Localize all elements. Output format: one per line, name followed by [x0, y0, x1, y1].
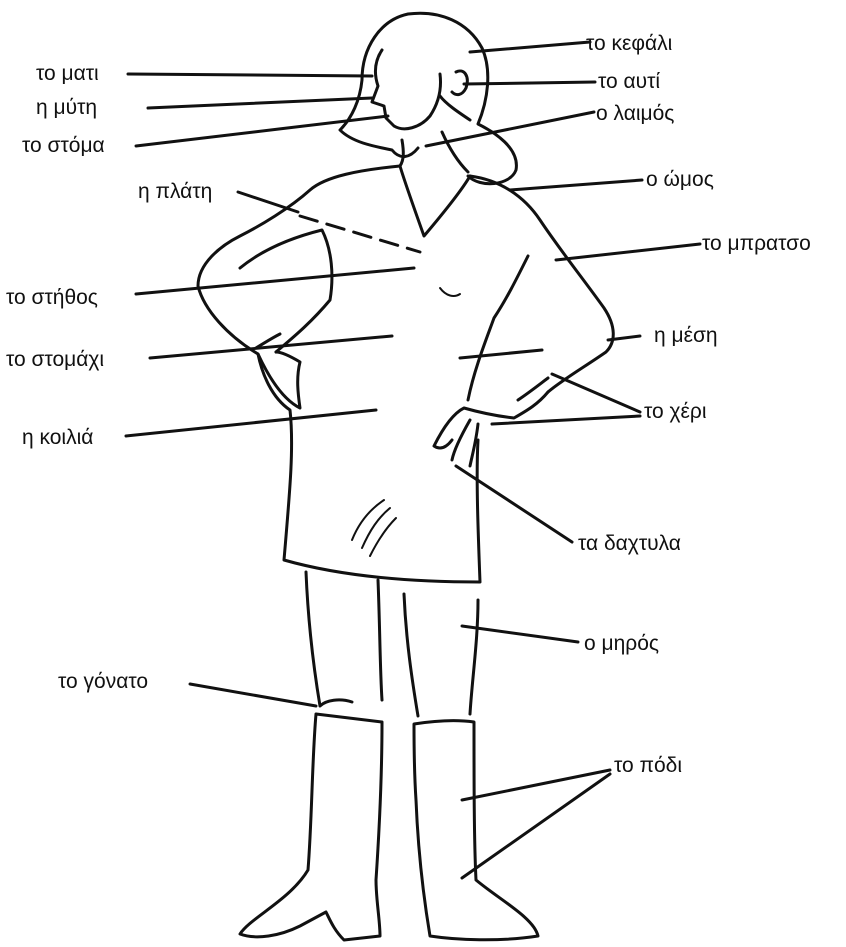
label-shoulder: ο ώμος — [646, 168, 714, 192]
left-boot — [240, 714, 382, 940]
dress-neckline — [400, 166, 470, 236]
left-arm-inner — [240, 230, 332, 352]
leader-nose — [148, 98, 372, 108]
label-head: το κεφάλι — [586, 32, 672, 56]
leader-arm — [556, 244, 700, 260]
leader-shoulder — [510, 180, 642, 190]
leader-neck — [426, 112, 594, 146]
right-hand — [434, 392, 548, 466]
label-hand: το χέρι — [644, 400, 707, 424]
left-leg — [306, 572, 382, 706]
neck-outline — [400, 132, 468, 172]
label-thigh: ο μηρός — [584, 632, 659, 656]
label-foot: το πόδι — [614, 754, 682, 778]
label-nose: η μύτη — [36, 96, 97, 120]
label-mouth: το στόμα — [22, 134, 105, 158]
dress-right-side — [470, 176, 613, 392]
leader-belly — [126, 410, 376, 436]
label-stomach: το στομάχι — [6, 348, 104, 372]
leader-hand-1 — [552, 374, 640, 412]
leader-mouth — [136, 116, 388, 146]
leader-fingers — [456, 466, 572, 542]
leader-waist — [460, 350, 542, 358]
label-ear: το αυτί — [598, 70, 660, 94]
label-waist: η μέση — [654, 324, 718, 348]
leader-thigh — [462, 626, 578, 642]
leader-head — [470, 42, 590, 52]
label-chest: το στήθος — [6, 286, 98, 310]
right-boot — [414, 721, 538, 940]
right-leg — [404, 594, 478, 716]
label-back: η πλάτη — [138, 180, 212, 204]
label-fingers: τα δαχτυλα — [578, 532, 681, 556]
leader-foot-1 — [462, 770, 610, 800]
leader-chest — [136, 268, 414, 294]
leader-back — [238, 192, 298, 212]
label-arm: το μπρατσο — [702, 232, 811, 256]
leader-foot-2 — [462, 774, 610, 878]
dress-crease — [352, 500, 396, 556]
label-knee: το γόνατο — [58, 670, 148, 694]
label-belly: η κοιλιά — [22, 426, 93, 450]
right-arm-inner — [468, 256, 528, 400]
label-neck: ο λαιμός — [596, 102, 674, 126]
back-dashed — [300, 216, 420, 252]
label-eye: το ματι — [36, 62, 99, 86]
chest-detail — [440, 288, 460, 296]
leader-eye — [128, 74, 372, 76]
leader-knee — [190, 684, 316, 706]
leader-ear — [464, 82, 595, 84]
